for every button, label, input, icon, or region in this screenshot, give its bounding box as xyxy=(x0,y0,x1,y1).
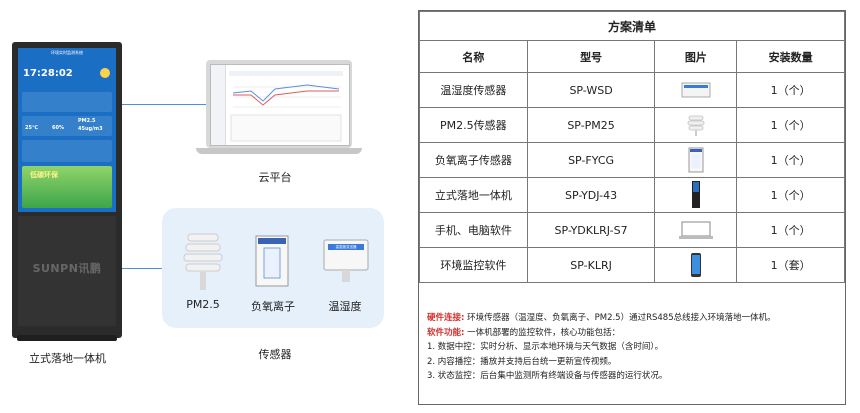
laptop-screen xyxy=(210,64,350,146)
kiosk-banner-text: 低碳环保 xyxy=(30,171,58,179)
laptop-chart xyxy=(229,71,343,142)
header-image: 图片 xyxy=(654,40,738,73)
temp-humidity-device-text: 温湿度变送器 xyxy=(335,245,357,249)
sensor-label-temp-humidity: 温湿度 xyxy=(328,300,362,313)
negative-ion-sensor-image xyxy=(255,235,289,287)
hardware-note: 硬件连接: 环境传感器（温湿度、负氧离子、PM2.5）通过RS485总线接入环境… xyxy=(427,311,837,326)
cloud-platform-caption: 云平台 xyxy=(258,171,292,184)
row-image xyxy=(654,142,738,178)
kiosk-banner: 低碳环保 xyxy=(22,166,112,208)
solution-list-panel: 方案清单 名称 型号 图片 安装数量 温湿度传感器 SP-WSD 1（个） PM… xyxy=(418,10,846,405)
row-model: SP-YDJ-43 xyxy=(526,177,656,213)
table-title: 方案清单 xyxy=(419,11,845,41)
row-image xyxy=(654,72,738,108)
kiosk-pm-value: 45ug/m3 xyxy=(78,126,103,132)
table-row: 环境监控软件 SP-KLRJ 1（套） xyxy=(419,247,845,283)
kiosk-screen-title: 环境实时监测系统 xyxy=(51,50,83,55)
note-item: 2. 内容播控：播放并支持后台统一更新宣传视频。 xyxy=(427,356,617,367)
notes-section: 硬件连接: 环境传感器（温湿度、负氧离子、PM2.5）通过RS485总线接入环境… xyxy=(427,311,837,384)
row-quantity: 1（套） xyxy=(736,247,845,283)
row-name: 环境监控软件 xyxy=(419,247,528,283)
kiosk-body: SUNPN讯鹏 xyxy=(18,216,116,326)
table-row: PM2.5传感器 SP-PM25 1（个） xyxy=(419,107,845,143)
row-image xyxy=(654,177,738,213)
row-model: SP-KLRJ xyxy=(526,247,656,283)
sensor-label-negative-ion: 负氧离子 xyxy=(251,300,295,313)
sensor-caption: 传感器 xyxy=(258,348,292,361)
row-name: PM2.5传感器 xyxy=(419,107,528,143)
row-quantity: 1（个） xyxy=(736,107,845,143)
row-quantity: 1（个） xyxy=(736,142,845,178)
connector-line-sensor xyxy=(122,268,162,269)
laptop-base xyxy=(196,148,362,154)
kiosk-forecast-row xyxy=(22,140,112,162)
software-label: 软件功能: xyxy=(427,327,465,338)
hardware-label: 硬件连接: xyxy=(427,313,465,323)
kiosk-caption: 立式落地一体机 xyxy=(29,352,106,365)
laptop-thumbnail xyxy=(678,221,713,239)
kiosk-device: 环境实时监测系统 17:28:02 25℃ 60% PM2.5 45ug/m3 … xyxy=(12,42,122,338)
kiosk-pm-label: PM2.5 xyxy=(78,118,96,124)
header-model: 型号 xyxy=(526,40,656,73)
table-row: 立式落地一体机 SP-YDJ-43 1（个） xyxy=(419,177,845,213)
phone-thumbnail xyxy=(690,253,701,277)
software-text: 一体机部署的监控软件，核心功能包括： xyxy=(467,327,621,338)
software-note: 软件功能: 一体机部署的监控软件，核心功能包括： xyxy=(427,326,837,341)
kiosk-temp: 25℃ xyxy=(25,125,39,131)
row-quantity: 1（个） xyxy=(736,72,845,108)
sensor-panel: 温湿度变送器 PM2.5 负氧离子 温湿度 xyxy=(162,208,384,328)
brand-watermark: SUNPN讯鹏 xyxy=(32,262,102,275)
negative-ion-thumbnail xyxy=(688,147,704,173)
note-item: 3. 状态监控：后台集中监测所有终端设备与传感器的运行状况。 xyxy=(427,371,668,381)
connector-line-cloud xyxy=(122,104,206,105)
table-row: 手机、电脑软件 SP-YDKLRJ-S7 1（个） xyxy=(419,212,845,248)
sun-icon xyxy=(100,68,110,78)
row-name: 温湿度传感器 xyxy=(419,72,528,108)
solution-table: 方案清单 名称 型号 图片 安装数量 温湿度传感器 SP-WSD 1（个） PM… xyxy=(419,11,845,283)
header-name: 名称 xyxy=(419,40,528,73)
note-item: 1. 数据中控：实时分析、显示本地环境与天气数据（含时间）。 xyxy=(427,342,664,352)
row-model: SP-WSD xyxy=(526,72,656,108)
row-model: SP-YDKLRJ-S7 xyxy=(526,212,656,248)
row-image xyxy=(654,247,738,283)
row-image xyxy=(654,107,738,143)
kiosk-humidity: 60% xyxy=(52,125,64,131)
pm25-thumbnail xyxy=(687,115,705,136)
pm25-sensor-image xyxy=(183,233,223,290)
row-quantity: 1（个） xyxy=(736,212,845,248)
kiosk-data-row: 25℃ 60% PM2.5 45ug/m3 xyxy=(22,116,112,136)
temp-humidity-thumbnail xyxy=(681,82,711,98)
row-model: SP-PM25 xyxy=(526,107,656,143)
table-row: 负氧离子传感器 SP-FYCG 1（个） xyxy=(419,142,845,178)
kiosk-time: 17:28:02 xyxy=(23,68,73,79)
kiosk-screen: 环境实时监测系统 17:28:02 25℃ 60% PM2.5 45ug/m3 … xyxy=(18,48,116,212)
header-quantity: 安装数量 xyxy=(736,40,845,73)
temp-humidity-sensor-image xyxy=(323,239,369,282)
kiosk-base xyxy=(17,335,117,341)
table-row: 温湿度传感器 SP-WSD 1（个） xyxy=(419,72,845,108)
sensor-label-pm25: PM2.5 xyxy=(186,298,220,311)
laptop-sidebar xyxy=(211,65,226,145)
row-quantity: 1（个） xyxy=(736,177,845,213)
row-name: 负氧离子传感器 xyxy=(419,142,528,178)
laptop xyxy=(206,60,352,148)
kiosk-info-row xyxy=(22,92,112,112)
kiosk-thumbnail xyxy=(691,181,700,208)
row-image xyxy=(654,212,738,248)
row-name: 立式落地一体机 xyxy=(419,177,528,213)
row-name: 手机、电脑软件 xyxy=(419,212,528,248)
row-model: SP-FYCG xyxy=(526,142,656,178)
hardware-text: 环境传感器（温湿度、负氧离子、PM2.5）通过RS485总线接入环境落地一体机。 xyxy=(467,313,776,323)
